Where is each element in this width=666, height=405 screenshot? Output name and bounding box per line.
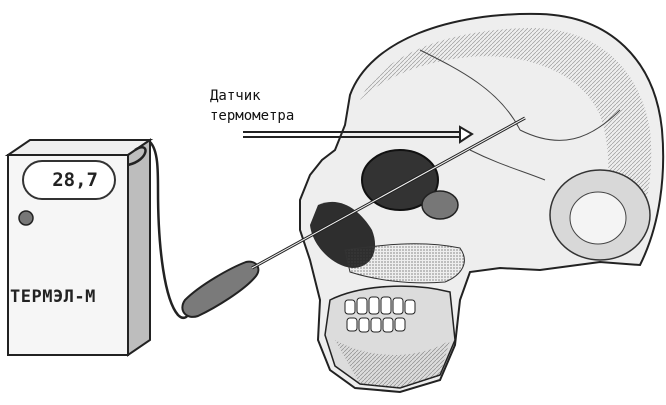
device-top-face xyxy=(8,140,150,155)
sensor-label: Датчик термометра xyxy=(210,86,294,126)
skull-illustration xyxy=(300,14,663,392)
device-indicator-light xyxy=(19,211,33,225)
sensor-label-line2: термометра xyxy=(210,106,294,126)
probe-handle xyxy=(182,262,258,317)
device-display: 28,7 xyxy=(22,160,116,200)
sensor-label-line1: Датчик xyxy=(210,86,294,106)
device-side-face xyxy=(128,140,150,355)
device-name: ТЕРМЭЛ-М xyxy=(10,287,134,307)
